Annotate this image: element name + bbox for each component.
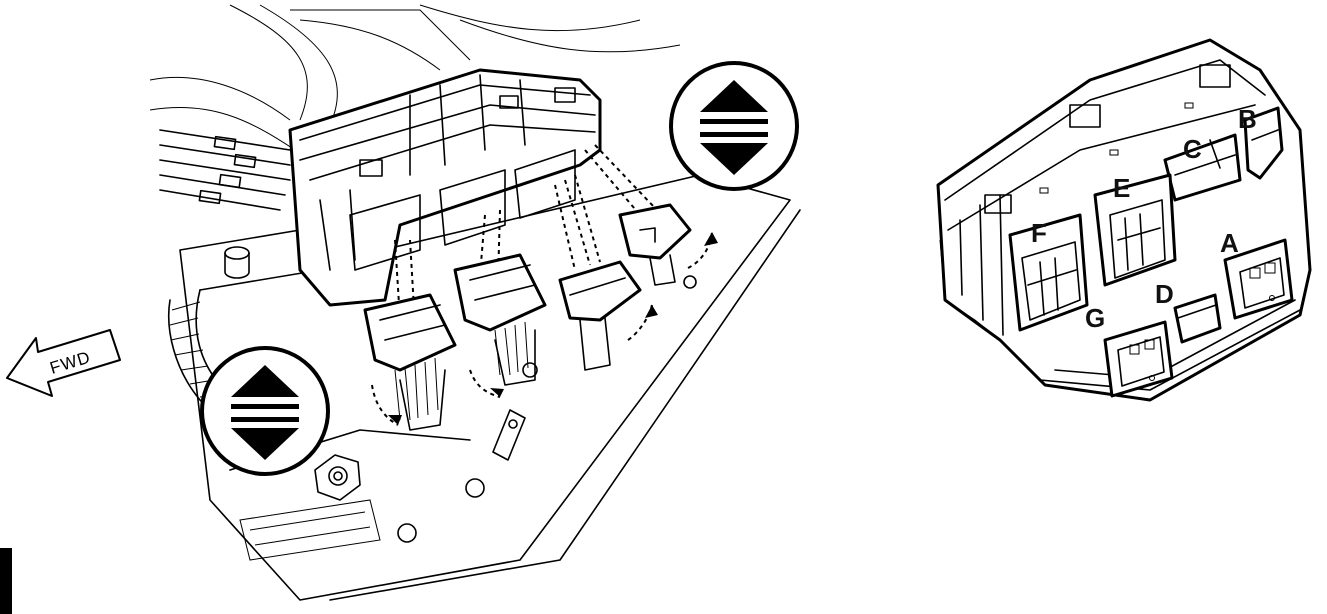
harness-connector-1 xyxy=(363,293,457,431)
connector-socket-f xyxy=(1008,213,1089,332)
connector-socket-d xyxy=(1173,293,1222,344)
label-g: G xyxy=(1085,303,1105,333)
rotation-arrows xyxy=(371,231,718,426)
fuse-relay-module xyxy=(288,68,602,307)
harness-connector-3 xyxy=(558,260,642,371)
harness-connector-4 xyxy=(618,203,692,286)
engine-bay-illustration xyxy=(149,4,801,601)
forward-direction-arrow: FWD xyxy=(6,329,121,397)
label-c: C xyxy=(1183,134,1202,164)
push-pull-symbol-top xyxy=(669,61,799,191)
connector-socket-e xyxy=(1093,173,1177,287)
push-pull-symbol-bottom xyxy=(200,346,330,476)
harness-clip xyxy=(492,409,526,461)
label-d: D xyxy=(1155,279,1174,309)
module-connector-view: B C E F A D G xyxy=(936,38,1312,402)
connector-socket-g xyxy=(1103,320,1174,398)
ground-stud-nut xyxy=(314,454,361,501)
connector-socket-b xyxy=(1243,106,1284,180)
mounting-post xyxy=(224,246,250,279)
wire-bundle xyxy=(159,129,291,211)
page-tab-marker xyxy=(0,548,12,614)
harness-connector-2 xyxy=(453,253,547,386)
label-f: F xyxy=(1031,218,1047,248)
label-b: B xyxy=(1238,104,1257,134)
label-a: A xyxy=(1220,228,1239,258)
connector-socket-a xyxy=(1223,238,1294,320)
label-e: E xyxy=(1113,173,1130,203)
